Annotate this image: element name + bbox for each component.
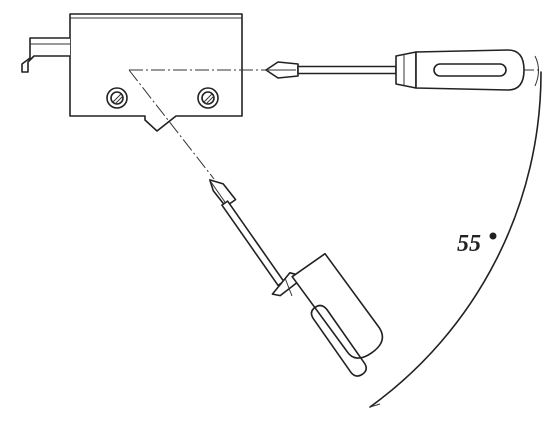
- screwdriver-shaft-angled: [221, 200, 285, 287]
- screwdriver-shaft-horizontal: [297, 65, 397, 75]
- mounting-screw-left: [106, 87, 128, 109]
- screwdriver-handle-horizontal: [415, 49, 525, 91]
- handle-grip-slot-angled: [310, 304, 368, 377]
- degree-symbol: [489, 232, 497, 240]
- mounting-screw-right: [197, 87, 219, 109]
- horizontal-screwdriver: [265, 49, 525, 91]
- screwdriver-ferrule-horizontal: [395, 51, 417, 89]
- handle-grip-slot-horizontal: [433, 63, 507, 77]
- switch-body: [21, 13, 243, 132]
- screwdriver-handle-angled: [291, 252, 384, 359]
- screwdriver-tip-angled: [209, 179, 237, 208]
- angled-centerline: [128, 69, 215, 180]
- angle-arc: [369, 71, 542, 408]
- reference-tick-arc: [534, 55, 539, 87]
- angled-screwdriver: [209, 179, 384, 377]
- angle-label: 55: [457, 231, 481, 257]
